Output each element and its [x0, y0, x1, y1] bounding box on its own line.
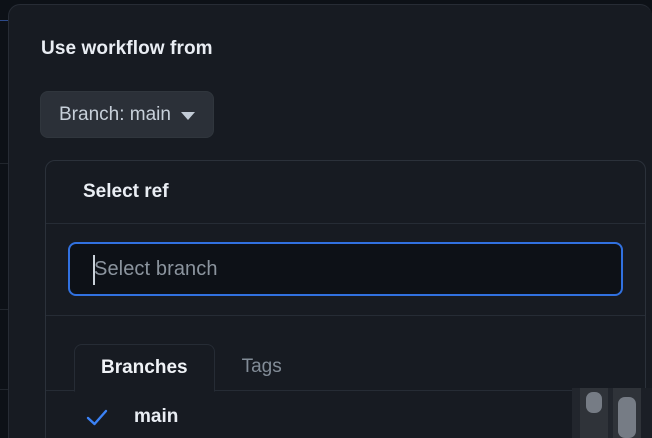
- page-title: Use workflow from: [41, 38, 213, 59]
- branch-search-placeholder: Select branch: [94, 257, 218, 280]
- select-ref-title: Select ref: [83, 181, 169, 202]
- branch-selector-button[interactable]: Branch: main: [40, 91, 214, 138]
- list-item[interactable]: main: [46, 399, 645, 435]
- text-caret: [93, 255, 95, 285]
- backdrop-accent-line: [0, 20, 8, 21]
- backdrop-divider-2: [0, 309, 8, 310]
- backdrop-divider-1: [0, 163, 8, 164]
- branch-list: main: [46, 391, 645, 435]
- backdrop-divider-3: [0, 389, 8, 390]
- branch-name: main: [134, 406, 179, 427]
- chevron-down-icon: [180, 111, 195, 120]
- select-ref-search-area: Select branch: [46, 224, 645, 316]
- ref-tabs: Branches Tags: [46, 335, 645, 392]
- page-vertical-scrollbar-thumb[interactable]: [618, 397, 636, 438]
- scroll-gutter-right-edge: [641, 388, 652, 438]
- scroll-gutter-edge: [572, 388, 580, 438]
- use-workflow-dialog: Use workflow from Branch: main Select re…: [8, 4, 652, 438]
- tab-branches[interactable]: Branches: [74, 344, 215, 392]
- tab-tags[interactable]: Tags: [241, 356, 282, 377]
- check-icon: [86, 409, 108, 425]
- select-ref-panel: Select ref Select branch Branches Tags m…: [45, 160, 646, 438]
- branch-search-input[interactable]: Select branch: [68, 242, 623, 296]
- select-ref-header: Select ref: [46, 161, 645, 224]
- scroll-gutter-divider: [608, 388, 613, 438]
- inner-vertical-scrollbar-thumb[interactable]: [586, 392, 602, 413]
- branch-selector-label: Branch: main: [59, 103, 171, 125]
